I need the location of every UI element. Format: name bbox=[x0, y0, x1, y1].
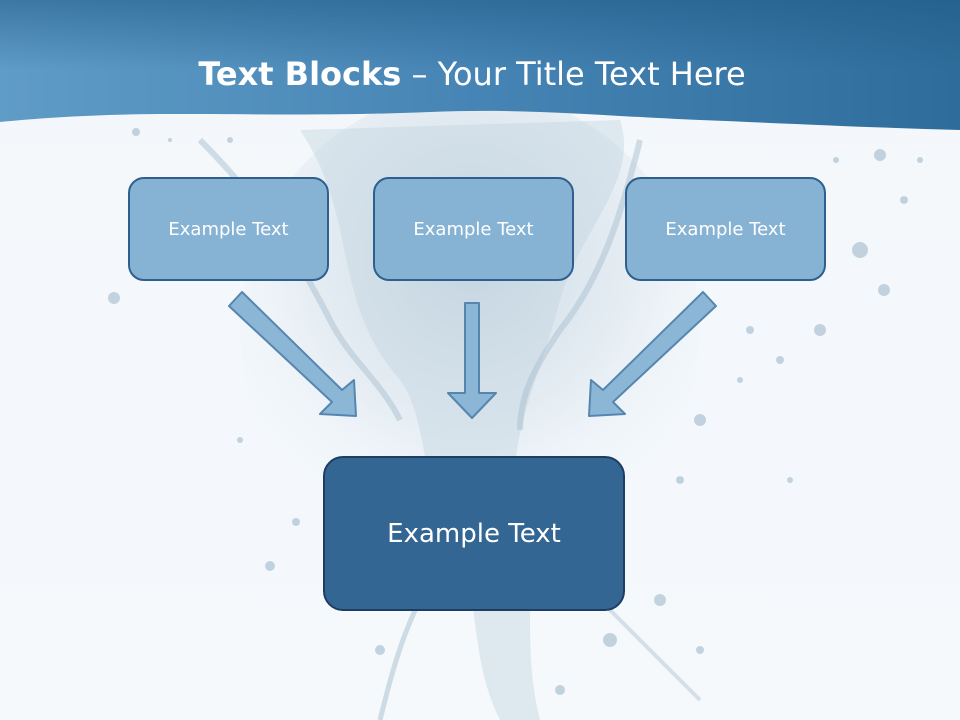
text-block-3-label: Example Text bbox=[665, 218, 786, 240]
text-block-3[interactable]: Example Text bbox=[625, 177, 826, 281]
text-block-1-label: Example Text bbox=[168, 218, 289, 240]
target-text-block[interactable]: Example Text bbox=[323, 456, 625, 611]
slide-title: Text Blocks – Your Title Text Here bbox=[0, 52, 944, 96]
text-block-2-label: Example Text bbox=[413, 218, 534, 240]
title-regular-part: Your Title Text Here bbox=[437, 55, 746, 93]
text-block-1[interactable]: Example Text bbox=[128, 177, 329, 281]
text-block-2[interactable]: Example Text bbox=[373, 177, 574, 281]
title-bold-part: Text Blocks bbox=[198, 55, 402, 93]
target-text-block-label: Example Text bbox=[387, 518, 561, 549]
title-separator: – bbox=[401, 55, 438, 93]
